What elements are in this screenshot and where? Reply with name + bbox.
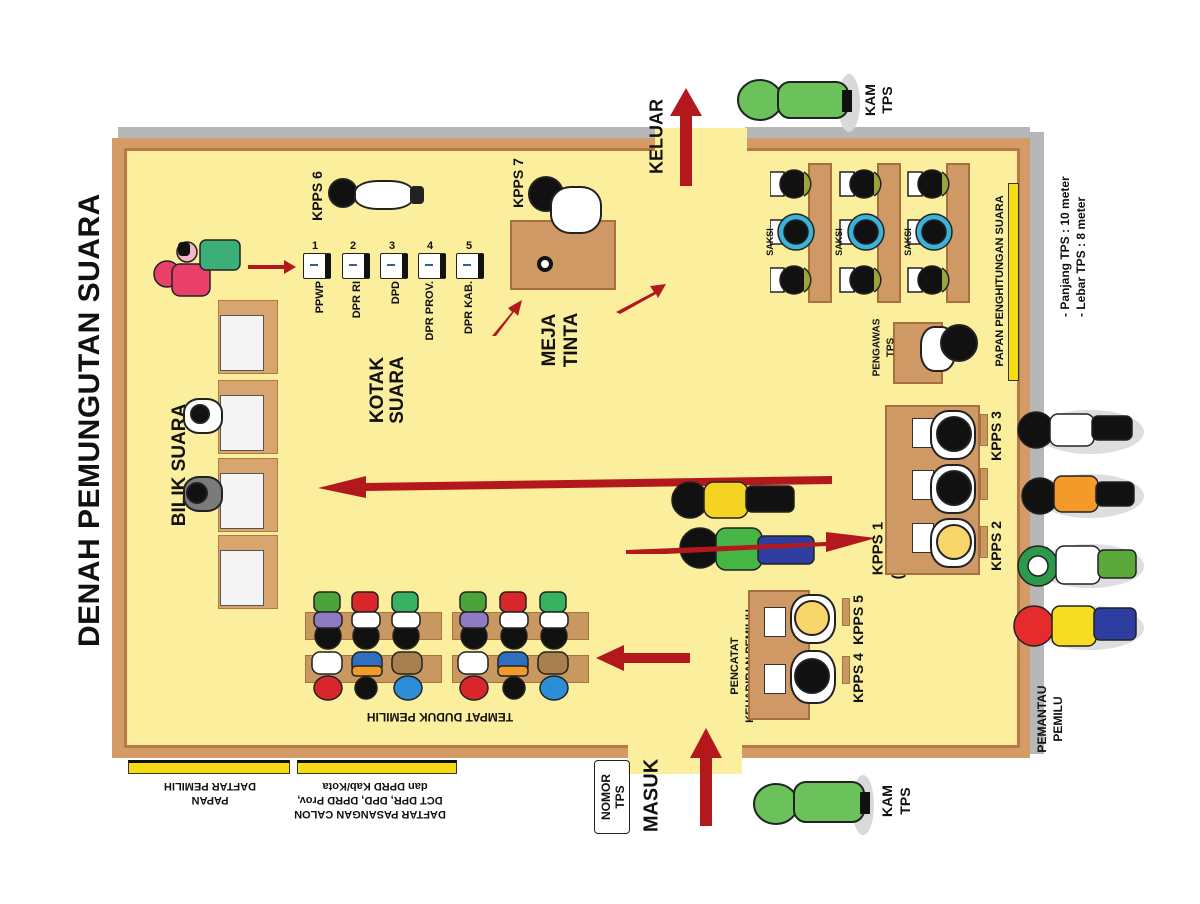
voting-booth-screen	[220, 315, 264, 371]
papan-daftar-pemilih-board	[128, 760, 290, 774]
papan-penghitungan-label: PAPAN PENGHITUNGAN SUARA	[994, 195, 1006, 367]
nomor-tps-line1: NOMOR	[599, 774, 613, 820]
keluar-label: KELUAR	[646, 99, 667, 174]
kpps7-body	[550, 186, 602, 234]
ballot-number: 1	[312, 240, 319, 252]
voting-booth-screen	[220, 473, 264, 529]
document	[764, 664, 786, 694]
ballot-box	[418, 253, 446, 279]
seated-voters-figures	[311, 591, 569, 701]
arrow-to-seating	[596, 645, 690, 671]
dimension-lebar: - Lebar TPS : 8 meter	[1074, 196, 1088, 317]
kpps4-head	[794, 658, 830, 694]
masuk-label: MASUK	[640, 758, 663, 833]
kotak-suara-line2: SUARA	[387, 356, 408, 424]
chair	[980, 468, 988, 500]
kpps2-label: KPPS 2	[988, 521, 1004, 571]
kpps6-shoes	[410, 186, 424, 204]
ballot-box	[303, 253, 331, 279]
kam-tps-bottom-line2: TPS	[897, 787, 913, 815]
saksi-label: SAKSI	[834, 228, 844, 256]
saksi-label: SAKSI	[903, 228, 913, 256]
pencatat-line1: PENCATAT	[729, 637, 741, 695]
meja-tinta-line2: TINTA	[561, 312, 582, 368]
chair	[980, 526, 988, 558]
entrance-door	[628, 742, 742, 774]
diagram-title: DENAH PEMUNGUTAN SUARA	[73, 193, 106, 647]
kpps1-line1: KPPS 1	[869, 521, 887, 576]
kpps6-body	[354, 180, 414, 210]
voting-booth-screen	[220, 550, 264, 606]
arrow-to-voting-booths	[318, 476, 832, 498]
ballot-box	[380, 253, 408, 279]
kpps5-head	[794, 600, 830, 636]
arrow-to-kpps1	[626, 532, 876, 554]
kam-tps-top-line1: KAM	[862, 84, 878, 116]
voting-booth-screen	[220, 395, 264, 451]
papan-penghitungan-board	[1008, 183, 1019, 381]
kotak-suara-line1: KOTAK	[367, 356, 388, 424]
security-guard-top-figure	[737, 79, 852, 121]
ballot-label: PPWP	[314, 281, 326, 314]
ballot-label: DPD	[390, 281, 402, 305]
ballot-box	[456, 253, 484, 279]
papan-daftar-pemilih-line2: PAPAN	[191, 794, 229, 806]
voter-in-booth-head	[190, 404, 210, 424]
daftar-calon-line3: DAFTAR PASANGAN CALON	[294, 808, 446, 820]
pemantau-line2: PEMILU	[1051, 696, 1065, 742]
ballot-label: DPR PROV.	[424, 281, 436, 341]
document	[764, 607, 786, 637]
ballot-label: DPR KAB.	[463, 281, 475, 335]
nomor-tps-sign	[594, 760, 630, 834]
observers-figures	[1013, 410, 1144, 650]
security-guard-bottom-figure	[753, 781, 870, 825]
chair	[842, 656, 850, 684]
kpps4-label: KPPS 4	[850, 653, 866, 703]
exit-arrow	[670, 88, 702, 186]
exit-door	[655, 128, 747, 152]
arrow-to-exit	[616, 284, 666, 314]
kpps7-label: KPPS 7	[510, 158, 526, 208]
ballot-box	[342, 253, 370, 279]
saksi-label: SAKSI	[765, 228, 775, 256]
witnesses-figures	[770, 169, 953, 295]
daftar-calon-board	[297, 760, 457, 774]
dimension-panjang: - Panjang TPS : 10 meter	[1058, 176, 1072, 317]
ballot-label: DPR RI	[351, 281, 363, 319]
pengawas-line2: TPS	[885, 337, 897, 358]
arrow-to-ballot-boxes	[248, 260, 296, 274]
entrance-arrow	[690, 728, 722, 826]
kpps3-head	[936, 416, 972, 452]
papan-daftar-pemilih-line1: DAFTAR PEMILIH	[163, 780, 257, 792]
assisted-voter-figure	[153, 239, 241, 297]
arrow-to-ink-table	[492, 300, 522, 336]
meja-tinta-line1: MEJA	[539, 313, 560, 367]
ballot-number: 5	[466, 240, 473, 252]
kpps6-label: KPPS 6	[309, 171, 325, 221]
kam-tps-top-line2: TPS	[879, 86, 895, 114]
ballot-number: 3	[389, 240, 396, 252]
kpps3-label: KPPS 3	[988, 411, 1004, 461]
kpps2-head	[936, 524, 972, 560]
pemantau-line1: PEMANTAU	[1035, 685, 1049, 753]
kpps5-label: KPPS 5	[850, 595, 866, 645]
voter-in-booth-head	[186, 482, 208, 504]
chair	[842, 598, 850, 626]
ink-bottle	[537, 256, 553, 272]
wall-shadow-top-right	[745, 127, 1030, 140]
pengawas-line1: PENGAWAS	[871, 318, 883, 377]
wall-shadow-top	[118, 127, 658, 140]
tempat-duduk-label: TEMPAT DUDUK PEMILIH	[366, 710, 514, 724]
daftar-calon-line1: dan DPRD Kab/Kota	[322, 780, 428, 792]
ballot-number: 4	[427, 240, 434, 252]
nomor-tps-line2: TPS	[613, 785, 627, 809]
ballot-number: 2	[350, 240, 357, 252]
kpps1-head	[936, 470, 972, 506]
daftar-calon-line2: DCT DPR, DPD, DPRD Prov,	[297, 794, 443, 806]
kam-tps-bottom-line1: KAM	[879, 785, 895, 817]
chair	[980, 414, 988, 446]
pengawas-head	[940, 324, 978, 362]
